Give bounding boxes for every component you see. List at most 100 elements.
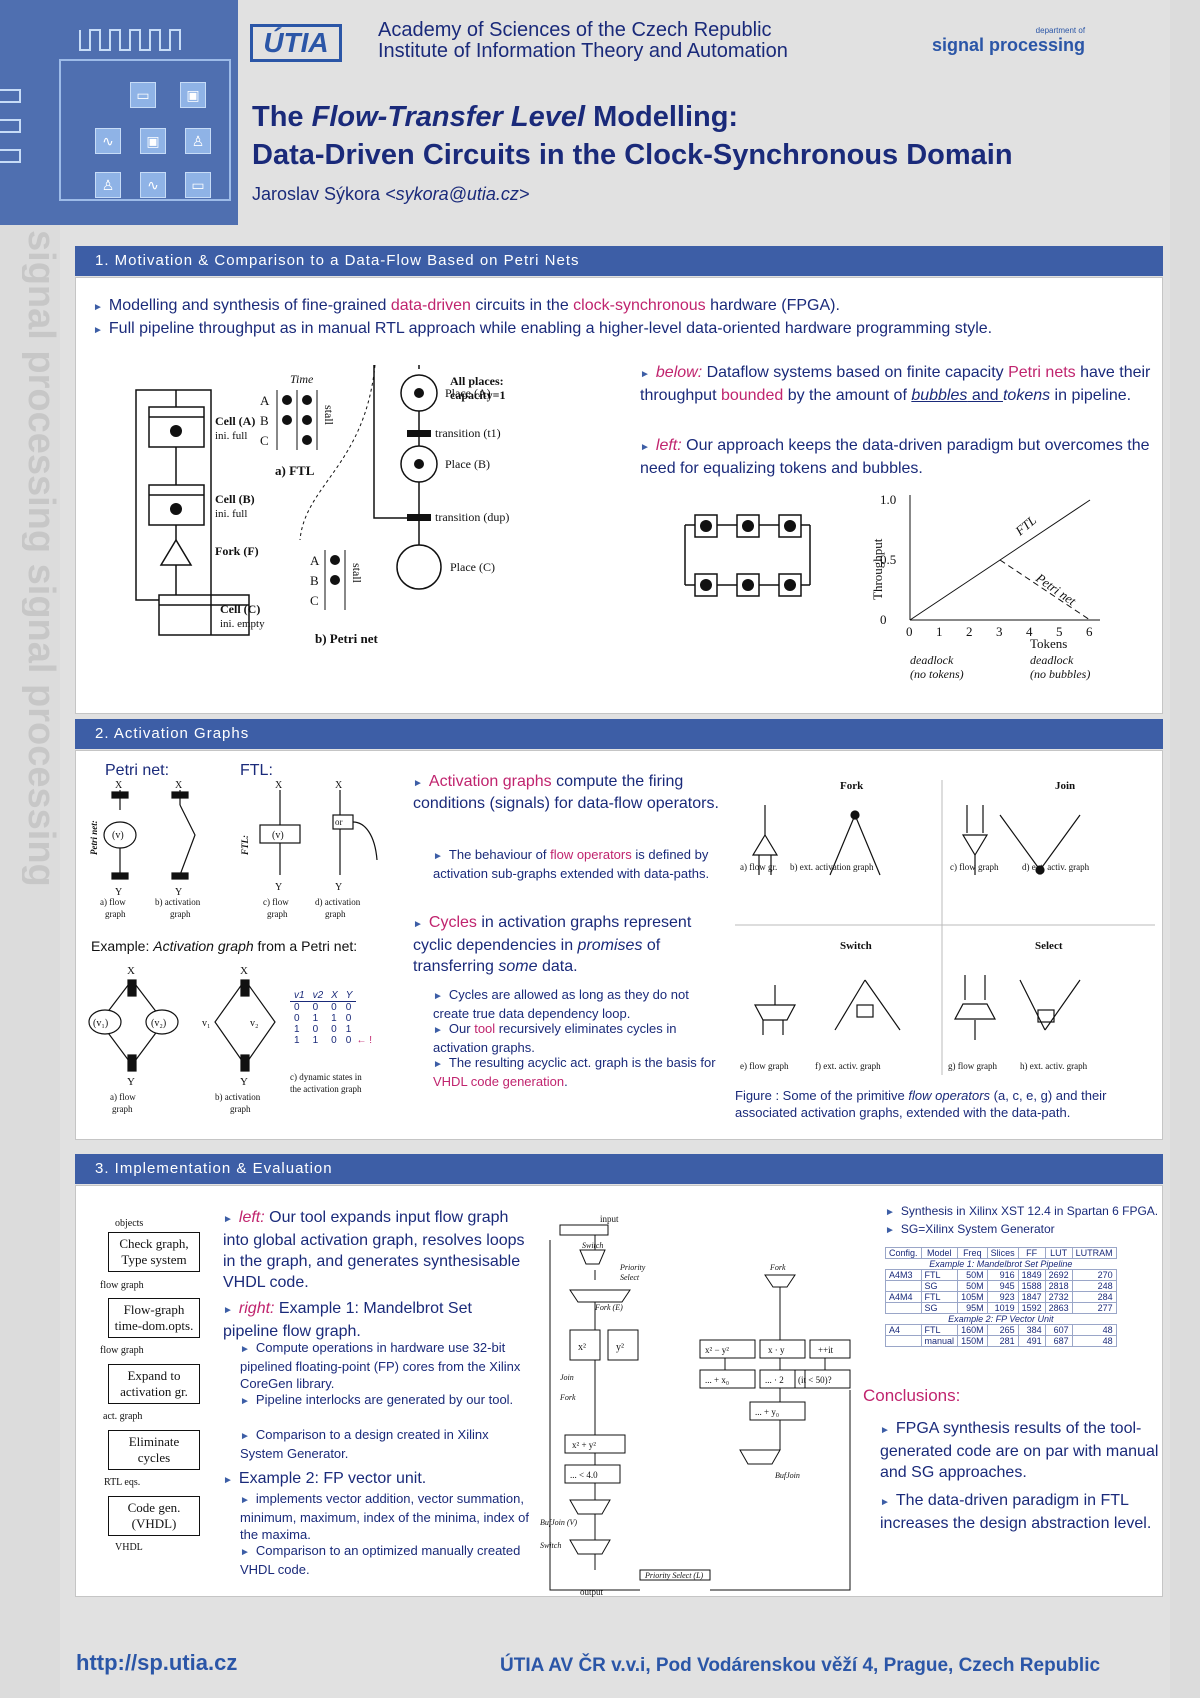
s3-left-bullet: ►left: Our tool expands input flow graph… xyxy=(223,1209,525,1291)
svg-text:Join: Join xyxy=(1055,780,1075,792)
svg-text:X: X xyxy=(175,780,183,791)
results-cell: 48 xyxy=(1071,1335,1117,1347)
svg-text:graph: graph xyxy=(170,909,191,919)
results-cell: FTL xyxy=(920,1291,959,1303)
results-caption-row: Example 2: FP Vector Unit xyxy=(885,1313,1117,1325)
svg-text:graph: graph xyxy=(230,1104,251,1114)
truth-header: X xyxy=(327,990,342,1002)
x-tick-label: 0 xyxy=(906,624,913,639)
flow-label-rtl: RTL eqs. xyxy=(104,1477,141,1488)
footer-address: ÚTIA AV ČR v.v.i, Pod Vodárenskou věží 4… xyxy=(500,1655,1101,1676)
svg-text:X: X xyxy=(240,965,248,977)
conclusion-1: ►FPGA synthesis results of the tool-gene… xyxy=(880,1420,1159,1481)
results-cell: 1847 xyxy=(1017,1291,1046,1303)
svg-text:graph: graph xyxy=(112,1104,133,1114)
s2-sub-bullet-2: ►Cycles are allowed as long as they do n… xyxy=(433,987,689,1021)
svg-text:Y: Y xyxy=(240,1076,248,1088)
pipeline-diagram: Cell (A) ini. full Cell (B) ini. full Fo… xyxy=(135,365,509,646)
place-c-label: Place (C) xyxy=(450,560,495,574)
svg-text:stall: stall xyxy=(350,563,364,584)
svg-text:input: input xyxy=(600,1214,619,1224)
svg-text:a) flow: a) flow xyxy=(100,897,126,907)
transition-t1-label: transition (t1) xyxy=(435,426,501,440)
truth-cell: 1 xyxy=(294,1035,300,1046)
ftl-caption: a) FTL xyxy=(275,463,315,478)
results-cell: 945 xyxy=(986,1280,1019,1292)
synthesis-note-1: ►Synthesis in Xilinx XST 12.4 in Spartan… xyxy=(885,1204,1159,1218)
truth-note: ← ! xyxy=(356,1035,373,1046)
flow-label-flow-graph: flow graph xyxy=(100,1280,144,1291)
results-cell: 1588 xyxy=(1017,1280,1046,1292)
svg-text:X: X xyxy=(127,965,135,977)
svg-text:graph: graph xyxy=(325,909,346,919)
results-cell: A4M3 xyxy=(885,1269,922,1281)
results-cell: 50M xyxy=(957,1280,988,1292)
stall-label: stall xyxy=(322,405,336,426)
capacity-label: capacity=1 xyxy=(450,388,506,402)
svg-text:... + x₀: ... + x₀ xyxy=(705,1375,729,1385)
code-gen-box: Code gen. (VHDL) xyxy=(108,1496,200,1536)
section1-heading: 1. Motivation & Comparison to a Data-Flo… xyxy=(75,246,1163,276)
cell-b-sub: ini. full xyxy=(215,508,247,520)
results-cell: 1019 xyxy=(986,1302,1019,1314)
svg-text:Switch: Switch xyxy=(540,1541,561,1550)
y-tick-label: 1.0 xyxy=(880,492,896,507)
deadlock-annotation: deadlock xyxy=(1030,653,1074,667)
svg-text:... < 4.0: ... < 4.0 xyxy=(570,1470,598,1480)
conclusion-2: ►The data-driven paradigm in FTL increas… xyxy=(880,1492,1152,1532)
results-cell: 916 xyxy=(986,1269,1019,1281)
results-cell: 607 xyxy=(1044,1324,1073,1336)
svg-text:output: output xyxy=(580,1587,604,1597)
svg-text:graph: graph xyxy=(267,909,288,919)
s3-example2: ►Example 2: FP vector unit. xyxy=(223,1470,427,1487)
series-ftl-label: FTL xyxy=(1012,512,1040,539)
institute-line: Institute of Information Theory and Auto… xyxy=(378,40,788,62)
truth-cell: 1 xyxy=(312,1013,319,1024)
s3-right-bullet: ►right: Example 1: Mandelbrot Set pipeli… xyxy=(223,1300,472,1340)
flow-label-vhdl: VHDL xyxy=(115,1542,143,1553)
results-cell: 105M xyxy=(957,1291,988,1303)
s2-sub-bullet-3: ►Our tool recursively eliminates cycles … xyxy=(433,1021,677,1055)
place-b-label: Place (B) xyxy=(445,457,490,471)
wave-icon: ∿ xyxy=(95,128,121,154)
row-b-label: B xyxy=(260,413,269,428)
svg-text:(v): (v) xyxy=(112,830,124,841)
truth-cell: 1 xyxy=(331,1013,337,1024)
results-cell: SG xyxy=(920,1280,959,1292)
s2-figure-caption: Figure : Some of the primitive flow oper… xyxy=(735,1088,1107,1120)
s1-right-bullet-1: ►below: Dataflow systems based on finite… xyxy=(640,364,1151,404)
chip-icon: ▣ xyxy=(140,128,166,154)
svg-text:x² − y²: x² − y² xyxy=(705,1345,729,1355)
x-tick-label: 1 xyxy=(936,624,943,639)
results-cell: 95M xyxy=(957,1302,988,1314)
svg-text:BufJoin (V): BufJoin (V) xyxy=(540,1518,577,1527)
svg-text:b) activation: b) activation xyxy=(155,897,201,907)
results-cell: 50M xyxy=(957,1269,988,1281)
svg-text:Priority Select (L): Priority Select (L) xyxy=(644,1571,704,1580)
results-header: FF xyxy=(1017,1247,1046,1259)
svg-text:... · 2: ... · 2 xyxy=(765,1375,784,1385)
results-header: LUT xyxy=(1044,1247,1073,1259)
wave-icon: ∿ xyxy=(140,172,166,198)
svg-text:Y: Y xyxy=(115,887,122,898)
results-cell: FTL xyxy=(920,1269,959,1281)
results-cell: 2818 xyxy=(1044,1280,1073,1292)
footer-url[interactable]: http://sp.utia.cz xyxy=(76,1650,238,1675)
svg-text:f) ext. activ. graph: f) ext. activ. graph xyxy=(815,1061,881,1071)
results-cell xyxy=(885,1302,922,1314)
person-icon: ♙ xyxy=(95,172,121,198)
truth-cell: 0 xyxy=(312,1002,319,1013)
truth-cell: 1 xyxy=(345,1024,352,1035)
svg-text:c) flow: c) flow xyxy=(263,897,289,907)
transition-dup-label: transition (dup) xyxy=(435,510,509,524)
deadlock-annotation: deadlock xyxy=(910,653,954,667)
ring-pipeline-diagram xyxy=(684,514,811,597)
cell-c-box xyxy=(158,594,250,636)
department-logo-block: ▭ ▣ ∿ ▣ ♙ ♙ ∿ ▭ xyxy=(0,0,238,225)
svg-text:(it < 50)?: (it < 50)? xyxy=(798,1375,832,1385)
